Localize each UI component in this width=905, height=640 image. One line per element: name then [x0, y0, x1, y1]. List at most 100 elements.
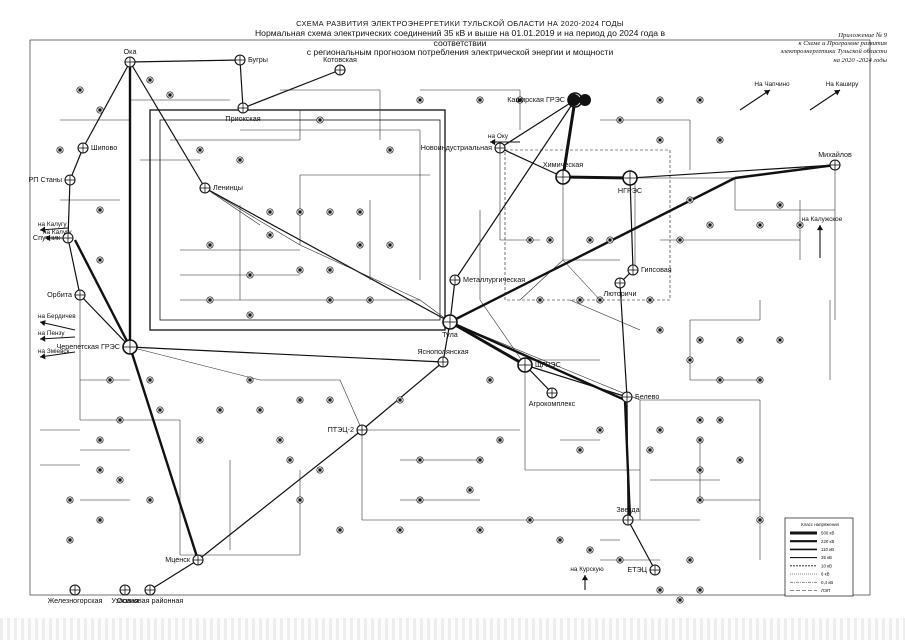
edge-mtsensk-osinovaya: [149, 559, 199, 591]
minor-substation-core-63: [418, 458, 422, 462]
minor-substation-core-77: [148, 498, 152, 502]
minor-substation-core-102: [698, 588, 702, 592]
edge-zvezda-etets: [627, 519, 656, 571]
background-wires: [40, 62, 836, 561]
minor-substation-core-100: [618, 558, 622, 562]
edge-khimicheskaya-ngres: [562, 175, 631, 180]
legend-label-0: 500 кВ: [821, 531, 834, 536]
minor-substation-core-75: [98, 468, 102, 472]
external-arrow-penzu: [40, 335, 46, 342]
node-label-shgres: ЩГРЭС: [535, 360, 561, 369]
minor-substation-core-103: [678, 598, 682, 602]
minor-substation-core-54: [758, 518, 762, 522]
node-lyutorichi: Люторичи: [604, 277, 636, 298]
minor-substation-core-4: [268, 233, 272, 237]
minor-substation-core-94: [288, 458, 292, 462]
minor-substation-core-0: [268, 210, 272, 214]
edge-oka-bugry: [129, 59, 241, 63]
external-line-berdichev: [39, 321, 76, 331]
edge-yasnopolyanskaya-ptets: [361, 361, 444, 431]
minor-substation-core-90: [248, 378, 252, 382]
node-label-gipsovaya: Гипсовая: [641, 265, 672, 274]
edge-shgres-belevo: [524, 364, 628, 398]
minor-substation-core-46: [718, 378, 722, 382]
node-cherepetskaya: Черепетская ГРЭС: [57, 339, 138, 355]
node-kotovskaya: Котовская: [323, 55, 357, 76]
minor-substation-core-81: [148, 378, 152, 382]
external-label-penzu: на Пензу: [38, 330, 65, 337]
node-osinovaya: Осиновая районная: [117, 584, 184, 605]
trunk-line-6: [128, 346, 200, 561]
wire-0: [204, 187, 301, 246]
minor-substation-core-62: [468, 488, 472, 492]
node-label-metallurgicheskaya: Металлургическая: [463, 275, 525, 284]
minor-substation-core-57: [598, 428, 602, 432]
node-label-sputnik: Спутник: [33, 233, 61, 242]
minor-substation-core-29: [778, 203, 782, 207]
minor-substation-core-66: [338, 528, 342, 532]
trunk-line-1: [73, 239, 132, 348]
edge-lenintsy-tula: [204, 187, 451, 323]
minor-substation-core-97: [528, 518, 532, 522]
minor-substation-core-19: [418, 98, 422, 102]
minor-substation-core-98: [558, 538, 562, 542]
minor-substation-core-71: [198, 438, 202, 442]
minor-substation-core-83: [98, 258, 102, 262]
minor-substation-core-31: [798, 223, 802, 227]
minor-substation-core-7: [358, 243, 362, 247]
node-label-yasnopolyanskaya: Яснополянская: [417, 347, 468, 356]
trunk-line-3: [734, 163, 836, 180]
minor-substation-core-24: [698, 98, 702, 102]
node-ptets: ПТЭЦ-2: [328, 424, 368, 436]
external-arrow-kashiru: [834, 90, 840, 96]
edge-oka-lenintsy: [129, 61, 206, 189]
minor-substation-core-67: [298, 498, 302, 502]
wire-41: [129, 346, 261, 381]
minor-substation-core-38: [598, 298, 602, 302]
minor-substation-core-65: [398, 528, 402, 532]
minor-substation-core-35: [588, 238, 592, 242]
legend-label-4: 10 кВ: [821, 563, 832, 568]
edge-tula-shgres: [449, 320, 526, 367]
minor-substation-core-96: [478, 528, 482, 532]
external-label-kaluzhskoe: на Калужское: [802, 216, 843, 223]
external-line-zmievsk: [39, 351, 76, 358]
legend-label-6: 0,4 кВ: [821, 580, 833, 585]
external-arrow-oku: [490, 138, 496, 146]
edge-orbita-cherepetskaya: [79, 294, 131, 348]
minor-substation-core-50: [698, 438, 702, 442]
minor-substation-core-64: [418, 498, 422, 502]
node-gen-b-kashirskaya: [568, 94, 580, 106]
minor-substation-core-52: [698, 498, 702, 502]
diagram-title: СХЕМА РАЗВИТИЯ ЭЛЕКТРОЭНЕРГЕТИКИ ТУЛЬСКО…: [230, 19, 690, 58]
wire-76: [569, 299, 641, 331]
minor-substation-core-28: [708, 223, 712, 227]
edge-khimicheskaya-novoindustrialnaya: [499, 147, 564, 178]
legend-header: Класс напряжения: [801, 522, 839, 527]
minor-substation-core-89: [168, 93, 172, 97]
node-label-kashirskaya: Каширская ГРЭС: [507, 95, 565, 104]
node-label-zvezda: Звезда: [616, 505, 639, 514]
edge-shipovo-stanya: [69, 147, 84, 181]
node-label-mikhailov: Михайлов: [818, 150, 852, 159]
node-label-shipovo: Шипово: [91, 143, 117, 152]
title-line-2: Нормальная схема электрических соединени…: [254, 27, 666, 48]
minor-substation-core-14: [368, 298, 372, 302]
node-orbita: Орбита: [47, 289, 86, 301]
node-agrokompleks: Агрокомплекс: [529, 387, 576, 408]
node-bugry: Бугры: [234, 54, 268, 66]
appendix-line-3: электроэнергетики Тульской области: [780, 48, 887, 56]
legend-label-1: 220 кВ: [821, 539, 834, 544]
appendix-line-2: к Схеме и Программе развития: [798, 40, 887, 48]
minor-substation-core-21: [518, 98, 522, 102]
minor-substation-core-36: [608, 238, 612, 242]
external-label-oku: на Оку: [488, 133, 509, 140]
minor-substation-core-92: [328, 398, 332, 402]
minor-substation-core-5: [298, 268, 302, 272]
minor-substation-core-6: [328, 268, 332, 272]
node-shipovo: Шипово: [77, 142, 117, 154]
node-label-osinovaya: Осиновая районная: [117, 596, 184, 605]
legend-box: [784, 517, 854, 597]
trunk-line-5: [623, 399, 632, 521]
minor-substation-core-22: [618, 118, 622, 122]
